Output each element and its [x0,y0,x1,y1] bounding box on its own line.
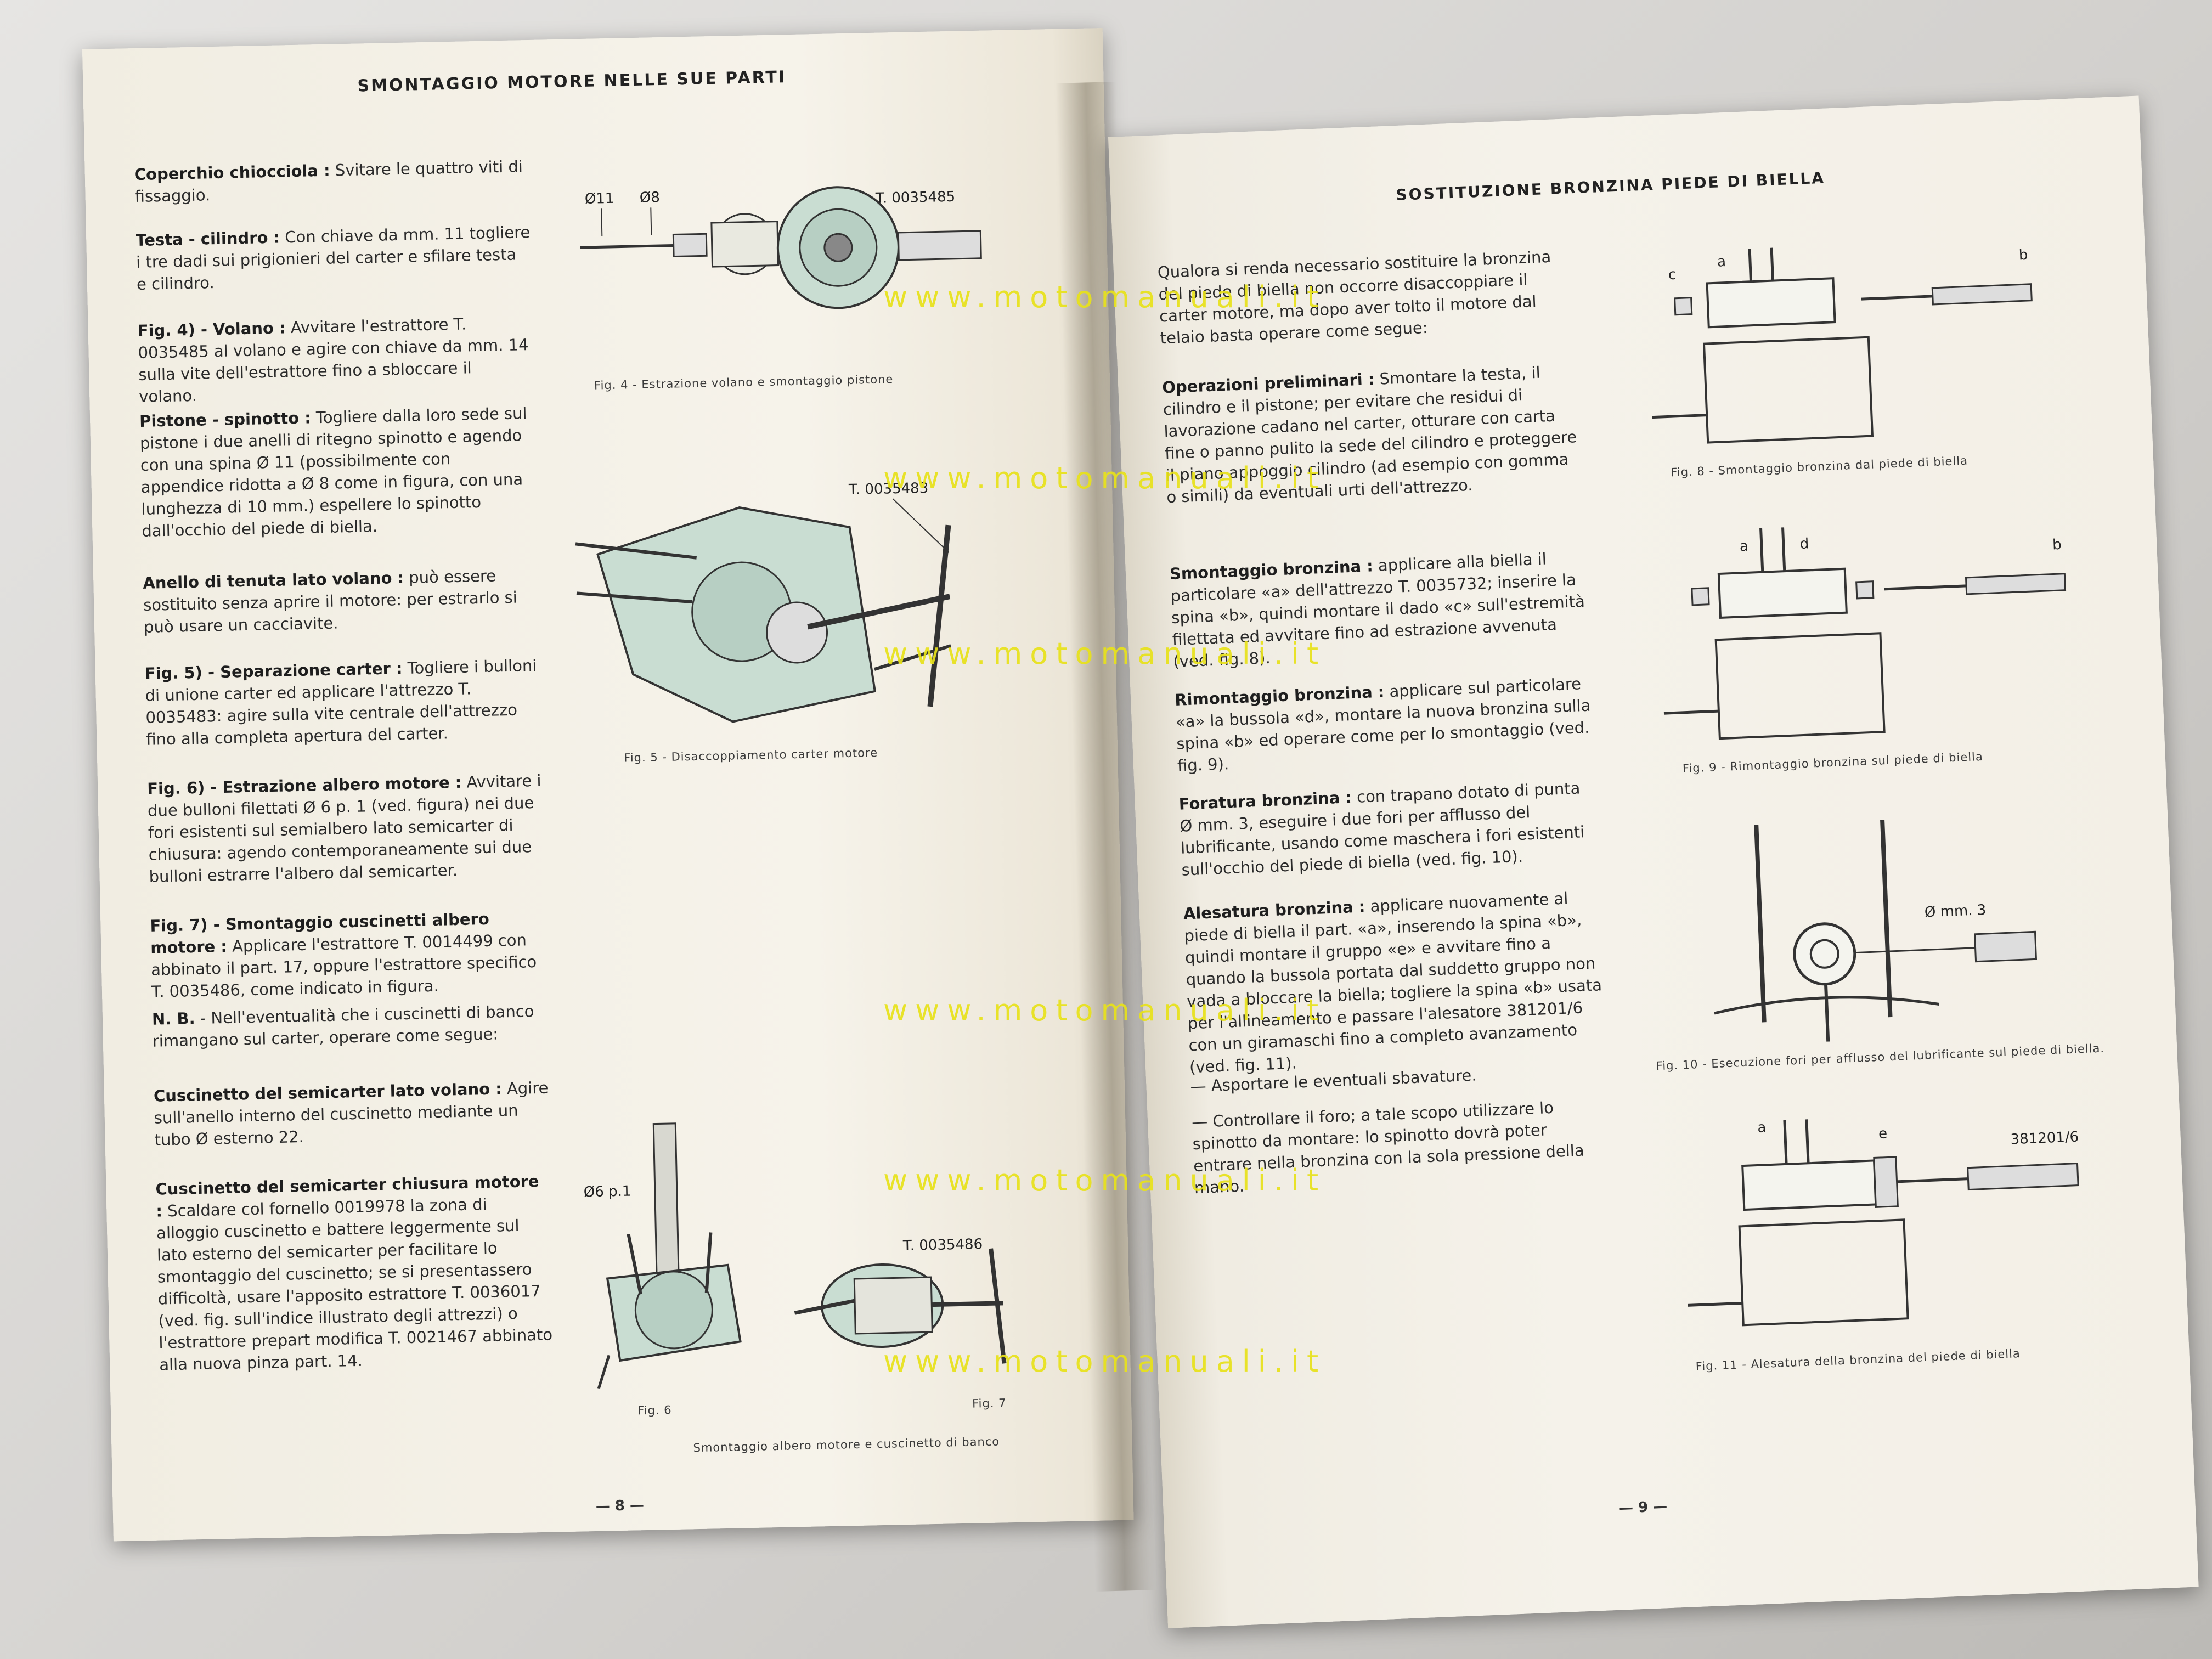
paragraph-cuscinetto-chiusura: Cuscinetto del semicarter chiusura motor… [155,1172,553,1374]
fig4-label-tool: T. 0035485 [875,189,956,207]
figure-8-illustration: c a b [1652,247,2033,444]
watermark: www.motomanuali.it [883,993,1327,1028]
figure-9-caption: Fig. 9 - Rimontaggio bronzina sul piede … [1682,749,1984,775]
fig11-label-reamer: 381201/6 [2010,1128,2079,1148]
figure-7-illustration: T. 0035486 [794,1236,1007,1364]
fig10-label-drill: Ø mm. 3 [1924,902,1987,921]
paragraph-anello-tenuta: Anello di tenuta lato volano : può esser… [143,566,518,636]
fig11-label-a: a [1757,1119,1767,1136]
figure-5-illustration: T. 0035483 [575,480,951,723]
fig9-label-d: d [1799,535,1809,552]
left-page-number: — 8 — [595,1497,645,1515]
figure-6-caption: Fig. 6 [637,1403,672,1418]
watermark: www.motomanuali.it [883,280,1327,314]
fig8-label-a: a [1717,253,1726,270]
watermark: www.motomanuali.it [883,1163,1327,1198]
watermark: www.motomanuali.it [883,636,1327,671]
figure-10-illustration: Ø mm. 3 [1714,820,2038,1042]
figure-5-caption: Fig. 5 - Disaccoppiamento carter motore [624,746,878,765]
figure-7-caption: Fig. 7 [972,1396,1007,1410]
fig11-label-e: e [1878,1125,1887,1142]
paragraph-cuscinetto-lato-volano: Cuscinetto del semicarter lato volano : … [153,1078,549,1149]
left-page-title: SMONTAGGIO MOTORE NELLE SUE PARTI [357,67,787,96]
fig9-label-a: a [1739,538,1748,555]
paragraph-volano: Fig. 4) - Volano : Avvitare l'estrattore… [137,314,529,406]
watermark: www.motomanuali.it [883,1344,1327,1379]
figure-10-caption: Fig. 10 - Esecuzione fori per afflusso d… [1656,1041,2105,1073]
watermark: www.motomanuali.it [883,461,1327,495]
paragraph-nota-bene: N. B. - Nell'eventualità che i cuscinett… [151,1002,534,1051]
paragraph-testa-cilindro: Testa - cilindro : Con chiave da mm. 11 … [135,222,531,294]
figure-11-caption: Fig. 11 - Alesatura della bronzina del p… [1695,1347,2021,1373]
fig9-label-b: b [2052,537,2062,554]
paragraph-pistone-spinotto: Pistone - spinotto : Togliere dalla loro… [139,404,527,540]
figure-8-caption: Fig. 8 - Smontaggio bronzina dal piede d… [1670,454,1968,479]
figure-6-illustration: Ø6 p.1 [584,1122,742,1389]
left-page: SMONTAGGIO MOTORE NELLE SUE PARTI Coperc… [82,28,1134,1542]
right-page-number: — 9 — [1618,1498,1668,1517]
paragraph-separazione-carter: Fig. 5) - Separazione carter : Togliere … [144,656,537,749]
figure-9-illustration: a d b [1663,527,2067,740]
paragraph-alesatura-bronzina: Alesatura bronzina : applicare nuovament… [1183,889,1602,1077]
fig7-label-tool: T. 0035486 [902,1236,983,1254]
right-page-title: SOSTITUZIONE BRONZINA PIEDE DI BIELLA [1395,168,1826,205]
figure-4-caption: Fig. 4 - Estrazione volano e smontaggio … [594,373,894,392]
fig8-label-b: b [2018,247,2028,264]
figure-11-illustration: a e 381201/6 [1688,1119,2079,1327]
paragraph-foratura-bronzina: Foratura bronzina : con trapano dotato d… [1178,778,1585,879]
paragraph-coperchio: Coperchio chiocciola : Svitare le quattr… [134,157,523,206]
figure-6-7-caption: Smontaggio albero motore e cuscinetto di… [693,1435,1000,1455]
fig4-label-diameter-8: Ø8 [640,189,661,206]
figure-4-illustration: Ø11 Ø8 T. 0035485 [580,186,982,309]
paragraph-smontaggio-cuscinetti: Fig. 7) - Smontaggio cuscinetti albero m… [150,909,537,1001]
fig5-label-tool: T. 0035483 [848,480,929,498]
paragraph-estrazione-albero: Fig. 6) - Estrazione albero motore : Avv… [146,771,541,886]
fig4-label-diameter-11: Ø11 [585,190,614,207]
fig8-label-c: c [1668,267,1676,284]
paragraph-rimontaggio-bronzina: Rimontaggio bronzina : applicare sul par… [1174,674,1591,775]
right-page: SOSTITUZIONE BRONZINA PIEDE DI BIELLA Qu… [1108,95,2199,1628]
fig6-label-bolts: Ø6 p.1 [584,1183,631,1201]
